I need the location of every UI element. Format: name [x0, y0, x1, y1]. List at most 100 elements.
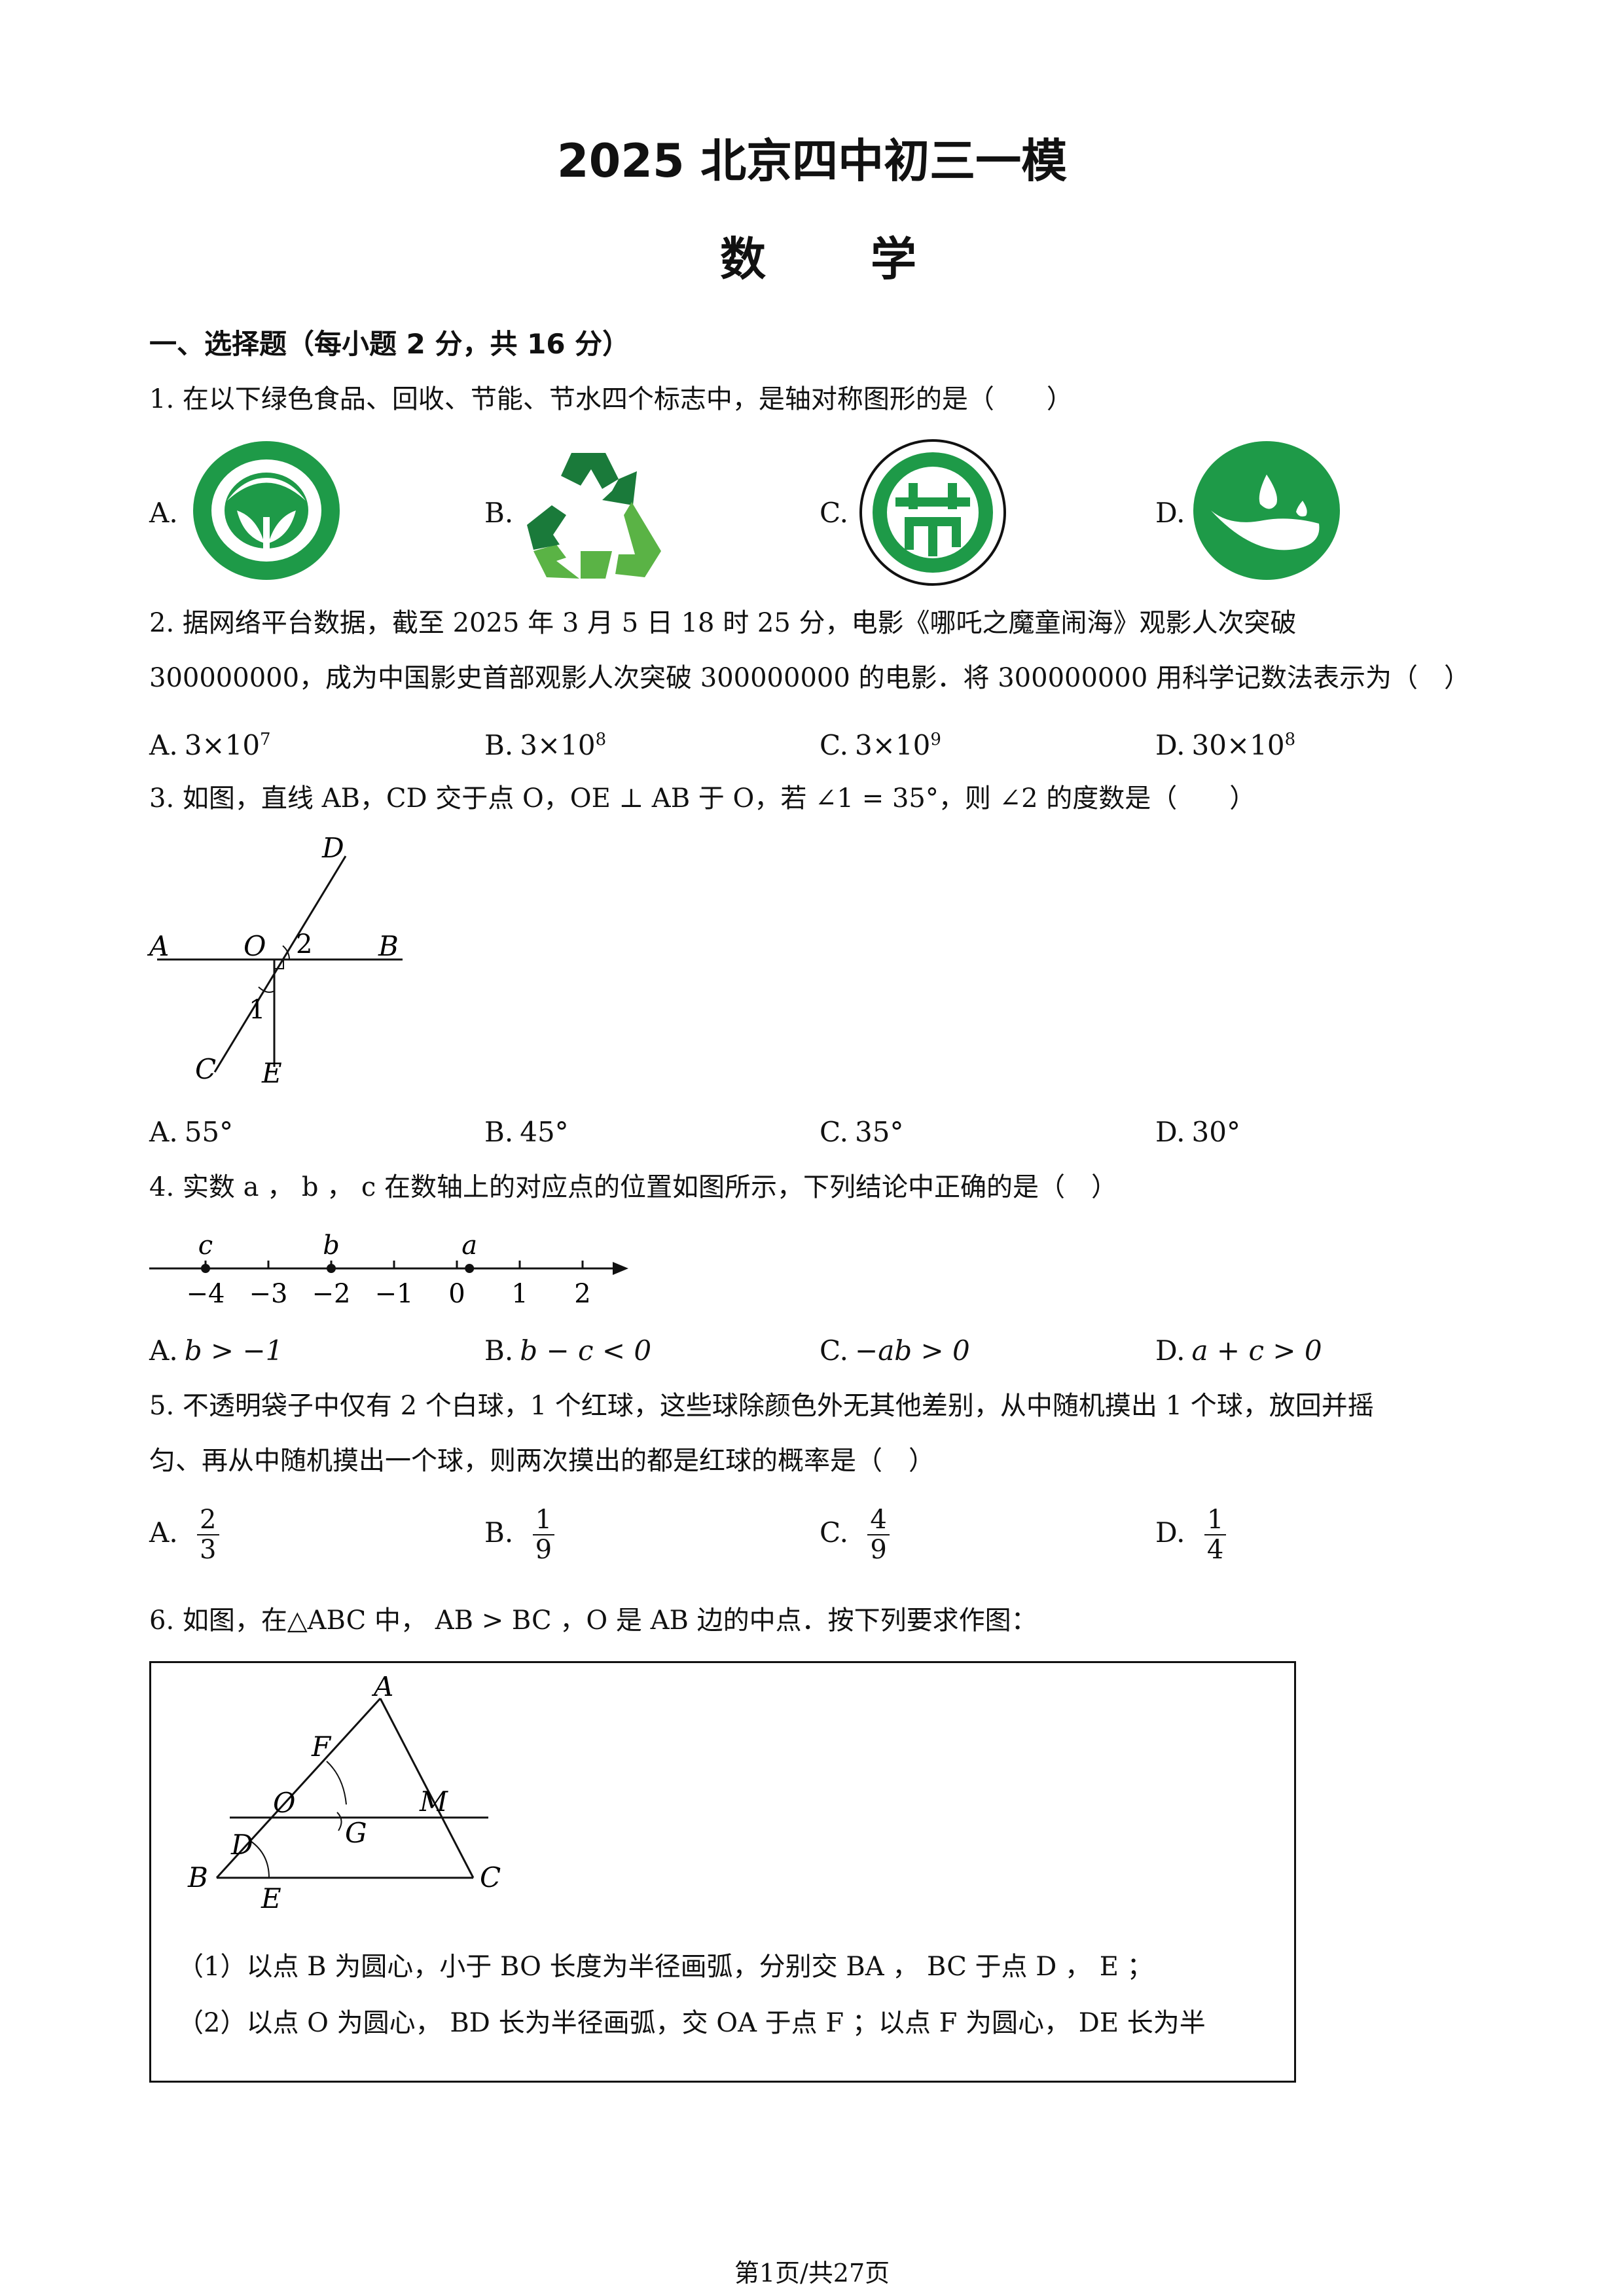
- q2-option-a-base: 3×10: [184, 729, 261, 761]
- q4-option-b-text: b − c < 0: [520, 1335, 652, 1367]
- axis-tick-label: 0: [448, 1279, 465, 1309]
- q1-option-b-label: B.: [484, 497, 514, 529]
- q2-option-c-base: 3×10: [855, 729, 931, 761]
- label-d: D: [230, 1829, 253, 1861]
- right-angle-mark: [274, 959, 284, 969]
- point-label-a: a: [461, 1230, 477, 1261]
- q3-stem: 3. 如图，直线 AB，CD 交于点 O，OE ⊥ AB 于 O，若 ∠1 = …: [149, 783, 1256, 814]
- q3-option-c-text: 35°: [855, 1116, 904, 1148]
- q4-option-d-label: D.: [1155, 1335, 1185, 1367]
- point-b: [327, 1264, 336, 1273]
- fraction-numerator: 4: [867, 1505, 890, 1535]
- q5-option-d-label: D.: [1155, 1516, 1185, 1549]
- q4-option-d-text: a + c > 0: [1191, 1335, 1322, 1367]
- label-a: A: [147, 930, 169, 962]
- q5-stem-line2: 匀、再从中随机摸出一个球，则两次摸出的都是红球的概率是（ ）: [149, 1446, 935, 1476]
- q3-option-a-text: 55°: [184, 1116, 234, 1148]
- q4-option-d: D.a + c > 0: [1155, 1335, 1322, 1367]
- label-e: E: [261, 1882, 281, 1912]
- arc-g: [336, 1812, 342, 1831]
- subject-title: 数学: [720, 232, 1021, 286]
- fraction-numerator: 2: [197, 1505, 219, 1535]
- water-saving-logo-icon: [1193, 441, 1340, 580]
- q6-step1: （1）以点 B 为圆心，小于 BO 长度为半径画弧，分别交 BA ， BC 于点…: [177, 1952, 1153, 1982]
- q1-option-b-image: [520, 440, 671, 584]
- q4-option-a-label: A.: [149, 1335, 178, 1367]
- label-a: A: [371, 1676, 393, 1702]
- q3-option-d: D.30°: [1155, 1117, 1240, 1148]
- q2-option-a-label: A.: [149, 729, 178, 761]
- q2-option-d-base: 30×10: [1191, 729, 1285, 761]
- axis-tick-label: −3: [249, 1279, 288, 1309]
- recycle-logo-icon: [527, 453, 661, 579]
- label-b: B: [187, 1861, 208, 1893]
- label-f: F: [311, 1731, 332, 1763]
- q1-option-a-label: A.: [149, 497, 178, 529]
- q3-figure: A O 2 B D 1 C E: [144, 831, 419, 1093]
- point-a: [465, 1264, 475, 1273]
- q1-option-c-image: [857, 437, 1008, 588]
- point-label-b: b: [323, 1230, 340, 1261]
- q2-option-b: B.3×108: [484, 724, 606, 761]
- point-c: [201, 1264, 210, 1273]
- q2-stem-line1: 2. 据网络平台数据，截至 2025 年 3 月 5 日 18 时 25 分，电…: [149, 608, 1297, 638]
- q4-option-a-text: b > −1: [184, 1335, 283, 1367]
- fraction-denominator: 9: [870, 1535, 887, 1565]
- q3-option-b-text: 45°: [520, 1116, 569, 1148]
- q3-option-a: A.55°: [149, 1117, 233, 1148]
- q2-option-d: D.30×108: [1155, 724, 1295, 761]
- fraction-numerator: 1: [532, 1505, 555, 1535]
- q2-option-a-exp: 7: [260, 730, 271, 749]
- q5-option-b-label: B.: [484, 1516, 514, 1549]
- q5-option-a-label: A.: [149, 1516, 178, 1549]
- q2-option-b-label: B.: [484, 729, 514, 761]
- line-cd: [213, 855, 347, 1073]
- q2-option-d-exp: 8: [1284, 730, 1296, 749]
- axis-tick-label: −4: [187, 1279, 225, 1309]
- q4-stem: 4. 实数 a ， b ， c 在数轴上的对应点的位置如图所示，下列结论中正确的…: [149, 1172, 1118, 1202]
- axis-tick-label: −1: [375, 1279, 414, 1309]
- axis-tick-label: 2: [574, 1279, 590, 1309]
- side-ac: [379, 1698, 475, 1878]
- q2-stem-line2: 300000000，成为中国影史首部观影人次突破 300000000 的电影．将…: [149, 663, 1470, 693]
- q2-option-c: C.3×109: [820, 724, 941, 761]
- fraction-denominator: 3: [200, 1535, 217, 1565]
- q5-stem-line1: 5. 不透明袋子中仅有 2 个白球，1 个红球，这些球除颜色外无其他差别，从中随…: [149, 1391, 1374, 1421]
- label-d: D: [321, 832, 344, 864]
- label-1: 1: [249, 995, 265, 1025]
- energy-saving-logo-icon: [859, 439, 1006, 586]
- q3-option-c: C.35°: [820, 1117, 903, 1148]
- q1-option-d-image: [1191, 439, 1342, 583]
- q6-stem: 6. 如图，在△ABC 中， AB > BC ，O 是 AB 边的中点．按下列要…: [149, 1605, 1038, 1636]
- label-m: M: [419, 1785, 448, 1818]
- axis-tick-label: 1: [511, 1279, 528, 1309]
- q1-option-c-label: C.: [820, 497, 848, 529]
- q2-option-c-label: C.: [820, 729, 848, 761]
- q2-option-c-exp: 9: [930, 730, 941, 749]
- q3-option-d-text: 30°: [1191, 1116, 1240, 1148]
- arc-fg: [326, 1761, 347, 1805]
- fraction-denominator: 4: [1206, 1535, 1224, 1565]
- q3-option-d-label: D.: [1155, 1116, 1185, 1148]
- label-o: O: [273, 1787, 295, 1819]
- q1-option-d-label: D.: [1155, 497, 1185, 529]
- label-b: B: [378, 930, 399, 962]
- label-2: 2: [296, 929, 312, 960]
- angle-1-arc: [258, 986, 275, 993]
- point-label-c: c: [198, 1230, 213, 1261]
- q2-option-d-label: D.: [1155, 729, 1185, 761]
- side-ab: [215, 1697, 382, 1879]
- q5-option-c-label: C.: [820, 1516, 848, 1549]
- q6-figure: A F O M G D B E C: [187, 1676, 501, 1912]
- q4-option-c-text: −ab > 0: [855, 1335, 970, 1367]
- q2-option-a: A.3×107: [149, 724, 271, 761]
- q6-step2: （2）以点 O 为圆心， BD 长为半径画弧，交 OA 于点 F ；以点 F 为…: [177, 2008, 1206, 2038]
